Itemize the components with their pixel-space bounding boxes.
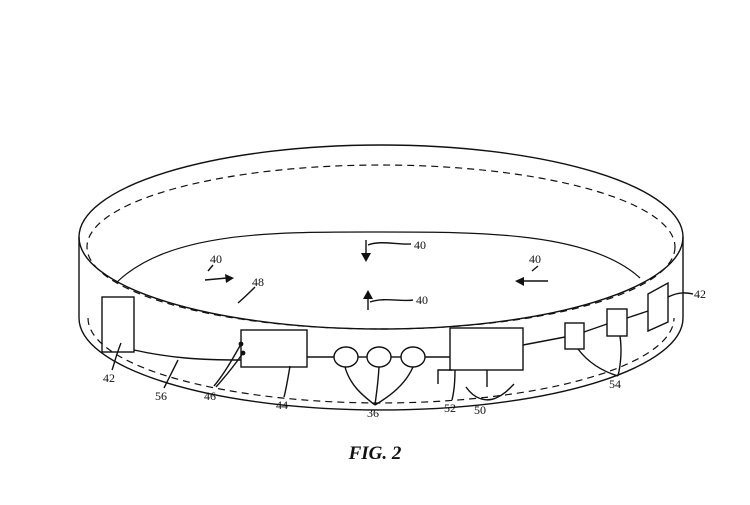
arrowhead-40-down: [361, 253, 371, 262]
label-54: 54: [609, 377, 621, 391]
leader-42-left: [111, 342, 122, 371]
label-46: 46: [204, 389, 216, 403]
leader-46-b: [215, 352, 244, 388]
band-inner-bottom-edge: [115, 231, 641, 284]
interconnect-54-54: [583, 323, 608, 333]
leader-56: [163, 359, 179, 389]
label-50: 50: [474, 403, 486, 417]
leader-40-right: [531, 265, 539, 272]
component-54-a: [564, 322, 585, 350]
interconnect-52-54: [522, 336, 566, 346]
leader-36-b: [374, 366, 380, 406]
leader-42-right: [667, 292, 694, 298]
label-42-left: 42: [103, 371, 115, 385]
label-42-right: 42: [694, 287, 706, 301]
component-44: [240, 329, 308, 368]
label-40-right: 40: [529, 252, 541, 266]
leader-52: [451, 369, 456, 401]
leader-36-c: [374, 366, 414, 406]
component-36-a: [333, 346, 359, 368]
component-42-right: [647, 281, 669, 333]
leader-44: [283, 365, 291, 398]
leader-46-a: [213, 343, 242, 387]
leader-50b: [495, 383, 515, 399]
label-40-mid: 40: [416, 293, 428, 307]
component-54-b: [606, 308, 628, 337]
component-42-left: [101, 296, 135, 353]
leader-36-a: [344, 366, 376, 406]
figure-caption: FIG. 2: [348, 443, 402, 464]
terminal-46-a: [238, 341, 244, 347]
band-inner-dashed-edge: [86, 164, 676, 330]
component-52: [449, 327, 524, 371]
leader-48: [237, 286, 256, 304]
arrowhead-40-up: [363, 290, 373, 299]
component-36-c: [400, 346, 426, 368]
interconnect-54-42: [626, 310, 649, 319]
arrowhead-40-left: [515, 277, 524, 286]
label-40-top: 40: [414, 238, 426, 252]
leader-54-a: [577, 348, 619, 377]
leader-40-top: [367, 242, 412, 246]
component-36-b: [366, 346, 392, 368]
label-52: 52: [444, 401, 456, 415]
interconnect-line-56: [133, 349, 242, 361]
band-top-rim: [78, 144, 684, 330]
label-44: 44: [276, 398, 288, 412]
leader-54-b: [617, 335, 622, 377]
arrowhead-40-right: [225, 274, 234, 283]
leader-50: [465, 386, 497, 401]
label-40-left: 40: [210, 252, 222, 266]
label-56: 56: [155, 389, 167, 403]
terminal-46-b: [240, 350, 246, 356]
label-36: 36: [367, 406, 379, 420]
arrow-40-left-shaft: [204, 277, 228, 281]
label-48: 48: [252, 275, 264, 289]
leader-40-mid: [369, 298, 414, 303]
leader-40-left: [207, 264, 214, 272]
interconnect-line-50: [437, 369, 452, 384]
